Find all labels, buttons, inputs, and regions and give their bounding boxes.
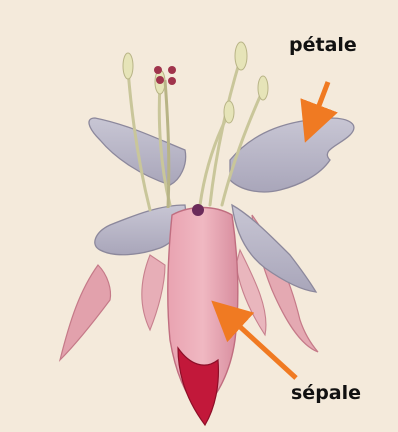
ovary-dot — [192, 204, 204, 216]
petal-upper-right — [230, 118, 354, 192]
left-lower-sepal — [60, 265, 111, 360]
anthers — [123, 42, 268, 123]
left-mid-sepal — [142, 255, 165, 330]
sepal-label: sépale — [291, 382, 361, 404]
petal-label: pétale — [289, 34, 357, 56]
